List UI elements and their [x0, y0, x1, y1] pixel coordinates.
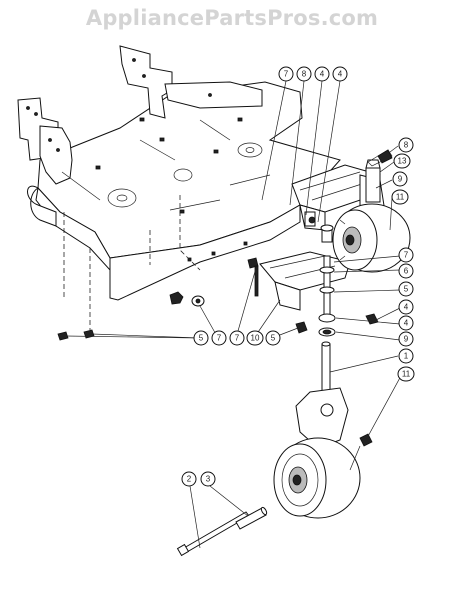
callout-c17: 5: [193, 330, 209, 346]
callout-c22: 2: [181, 471, 197, 487]
watermark-text: AppliancePartsPros.com: [85, 6, 379, 30]
caster-bracket-upper: [291, 164, 381, 231]
callout-c8: 11: [391, 189, 409, 205]
mower-deck: [17, 45, 341, 330]
lower-caster-assembly: [273, 341, 361, 519]
callout-c12: 4: [398, 299, 414, 315]
svg-text:13: 13: [398, 157, 407, 166]
svg-text:1: 1: [404, 352, 409, 361]
callout-c7: 9: [392, 171, 408, 187]
svg-text:5: 5: [404, 285, 409, 294]
svg-text:6: 6: [404, 267, 409, 276]
callout-c6: 13: [393, 153, 411, 169]
callout-c10: 6: [398, 263, 414, 279]
svg-text:7: 7: [284, 70, 289, 79]
leader-lines: [65, 80, 403, 549]
axle-bolt: [176, 511, 250, 557]
callouts: 7 8 4 4 8 13 9 11 7 6 5 4 4 9 1 11 5 7 7…: [181, 66, 415, 487]
svg-text:9: 9: [398, 175, 403, 184]
callout-c9: 7: [398, 247, 414, 263]
callout-c4: 4: [332, 66, 348, 82]
svg-text:11: 11: [396, 193, 405, 202]
svg-text:4: 4: [404, 303, 409, 312]
svg-text:7: 7: [217, 334, 222, 343]
callout-c1: 7: [278, 66, 294, 82]
svg-text:8: 8: [302, 70, 307, 79]
callout-c13: 4: [398, 315, 414, 331]
spindle-stack: [318, 224, 336, 337]
callout-c15: 1: [398, 348, 414, 364]
svg-text:5: 5: [199, 334, 204, 343]
svg-text:7: 7: [235, 334, 240, 343]
callout-c3: 4: [314, 66, 330, 82]
callout-c14: 9: [398, 331, 414, 347]
callout-c2: 8: [296, 66, 312, 82]
svg-text:9: 9: [404, 335, 409, 344]
svg-text:11: 11: [402, 370, 411, 379]
svg-text:4: 4: [404, 319, 409, 328]
svg-text:5: 5: [271, 334, 276, 343]
svg-text:3: 3: [206, 475, 211, 484]
axle-spacer: [235, 506, 268, 530]
callout-c23: 3: [200, 471, 216, 487]
callout-c16: 11: [397, 366, 415, 382]
svg-text:7: 7: [404, 251, 409, 260]
svg-text:4: 4: [320, 70, 325, 79]
callout-c21: 5: [265, 330, 281, 346]
caster-bracket-lower: [259, 251, 351, 311]
svg-text:2: 2: [187, 475, 192, 484]
svg-text:10: 10: [251, 334, 260, 343]
svg-text:4: 4: [338, 70, 343, 79]
callout-c18: 7: [211, 330, 227, 346]
callout-c11: 5: [398, 281, 414, 297]
callout-c19: 7: [229, 330, 245, 346]
callout-c20: 10: [246, 330, 264, 346]
svg-text:8: 8: [404, 141, 409, 150]
callout-c5: 8: [398, 137, 414, 153]
